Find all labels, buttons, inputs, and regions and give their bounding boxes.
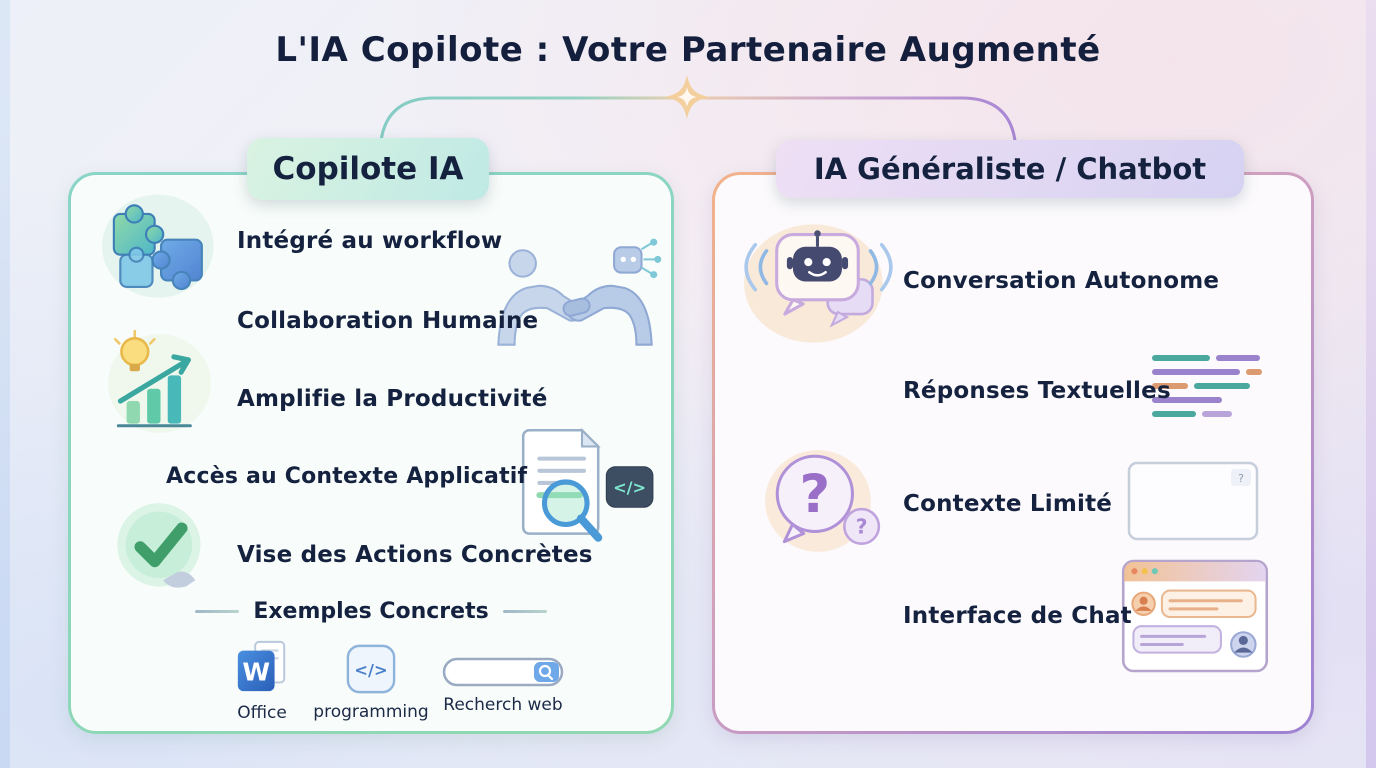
feature-label-chat-interface: Interface de Chat — [903, 603, 1132, 629]
feature-label-limited-context: Contexte Limité — [903, 491, 1113, 517]
text-lines-icon — [1152, 355, 1262, 417]
right-edge-decoration — [1366, 0, 1376, 768]
code-glyph: </> — [613, 478, 646, 497]
document-search-code-icon: </> — [521, 427, 654, 542]
left-edge-decoration — [0, 0, 10, 768]
chat-interface-icon — [1121, 559, 1269, 673]
example-programming: </> programming — [311, 643, 431, 722]
feature-label-workflow: Intégré au workflow — [237, 228, 503, 254]
empty-box-icon: ? — [1127, 461, 1259, 541]
divider-dash-right — [502, 610, 547, 613]
chatbot-bubble-icon — [744, 224, 893, 343]
puzzle-icon — [102, 194, 214, 298]
lightbulb-growth-icon — [108, 329, 211, 433]
copilot-panel-body: Intégré au workflow — [71, 175, 671, 731]
chatbot-panel-body: Conversation Autonome Réponses Textuelle… — [715, 175, 1311, 731]
example-office: W Office — [207, 638, 317, 723]
question-mark-big: ? — [800, 464, 831, 525]
example-websearch-label: Recherch web — [443, 695, 563, 715]
chatbot-panel: Conversation Autonome Réponses Textuelle… — [712, 172, 1314, 734]
example-programming-label: programming — [313, 702, 429, 722]
word-letter: W — [242, 658, 270, 687]
box-question-mark: ? — [1238, 472, 1244, 485]
feature-label-conversation: Conversation Autonome — [903, 268, 1220, 294]
feature-label-textual: Réponses Textuelles — [903, 378, 1171, 404]
question-mark-small: ? — [856, 515, 868, 539]
feature-label-actions: Vise des Actions Concrètes — [237, 542, 593, 568]
divider-dash-left — [195, 610, 240, 613]
programming-icon: </> — [346, 644, 396, 694]
chatbot-panel-header: IA Généraliste / Chatbot — [776, 140, 1244, 198]
example-websearch: Recherch web — [423, 656, 583, 715]
copilot-panel: Intégré au workflow — [68, 172, 674, 734]
sparkle-icon — [665, 75, 709, 119]
check-hand-icon — [117, 503, 201, 588]
feature-label-collaboration: Collaboration Humaine — [237, 308, 539, 334]
page-title: L'IA Copilote : Votre Partenaire Augment… — [275, 30, 1101, 70]
examples-divider: Exemples Concrets — [71, 599, 671, 624]
web-search-icon — [442, 657, 564, 687]
feature-label-productivity: Amplifie la Productivité — [237, 386, 548, 412]
copilot-panel-header: Copilote IA — [247, 138, 489, 200]
feature-label-context: Accès au Contexte Applicatif — [166, 464, 528, 489]
word-office-icon: W — [237, 640, 286, 692]
example-office-label: Office — [237, 703, 287, 723]
question-bubbles-icon: ? ? — [765, 450, 881, 552]
human-robot-handshake-illustration — [497, 238, 662, 346]
examples-title: Exemples Concrets — [253, 599, 489, 624]
code-glyph: </> — [354, 661, 387, 680]
